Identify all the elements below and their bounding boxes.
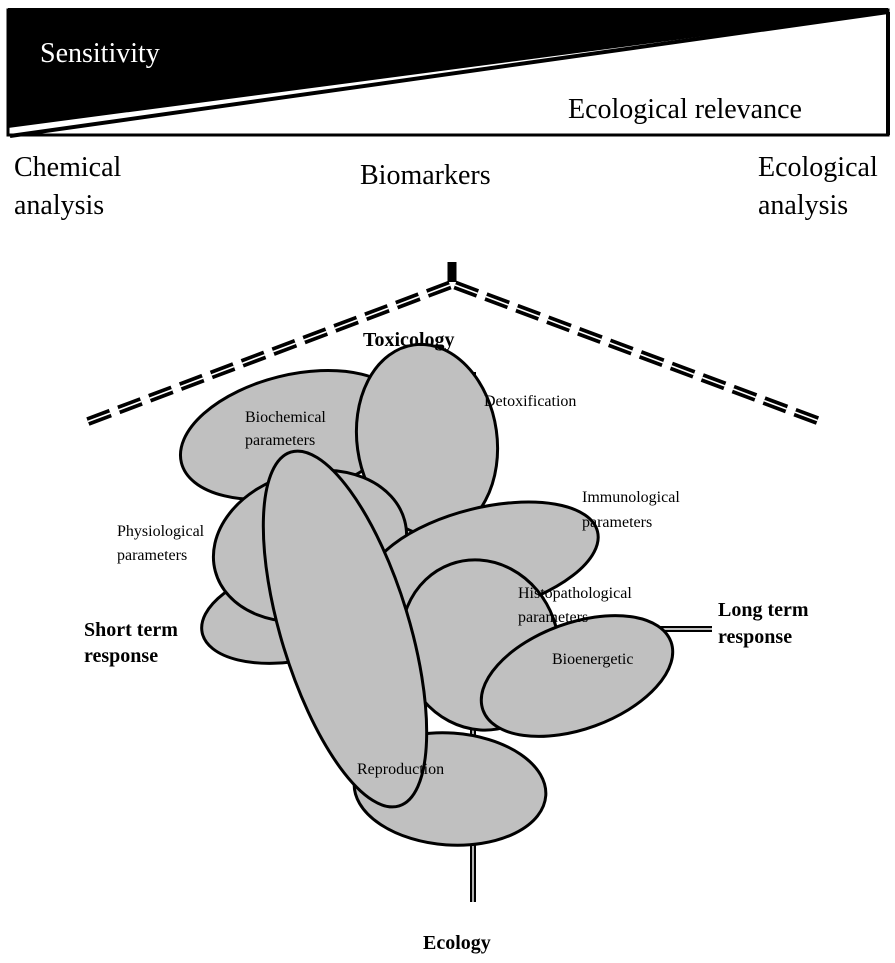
histopathological-label-line1: Histopathological xyxy=(518,585,632,602)
ecological-relevance-label: Ecological relevance xyxy=(568,94,802,125)
bioenergetic-label: Bioenergetic xyxy=(552,651,633,668)
physiological-label-line1: Physiological xyxy=(117,523,205,540)
long-term-label-line1: Long term xyxy=(718,599,809,621)
ecology-label: Ecology xyxy=(423,932,491,954)
immunological-label-line1: Immunological xyxy=(582,489,680,506)
chemical-analysis-label-line2: analysis xyxy=(14,190,104,221)
toxicology-label: Toxicology xyxy=(363,329,455,351)
short-term-label-line2: response xyxy=(84,645,158,667)
chemical-analysis-label-line1: Chemical xyxy=(14,152,122,183)
ecological-analysis-label-line2: analysis xyxy=(758,190,848,221)
sensitivity-label: Sensitivity xyxy=(40,38,160,69)
reproduction-label: Reproduction xyxy=(357,761,444,778)
sensitivity-relevance-bar: Sensitivity Ecological relevance xyxy=(8,8,888,136)
physiological-label-line2: parameters xyxy=(117,547,187,564)
ecological-analysis-label-line1: Ecological xyxy=(758,152,878,183)
short-term-label-line1: Short term xyxy=(84,619,178,641)
long-term-label-line2: response xyxy=(718,626,792,648)
histopathological-label-line2: parameters xyxy=(518,609,588,626)
detoxification-label: Detoxification xyxy=(484,393,576,410)
immunological-label-line2: parameters xyxy=(582,514,652,531)
biomarkers-label: Biomarkers xyxy=(360,160,491,191)
biochemical-label-line1: Biochemical xyxy=(245,409,326,426)
biochemical-label-line2: parameters xyxy=(245,432,315,449)
